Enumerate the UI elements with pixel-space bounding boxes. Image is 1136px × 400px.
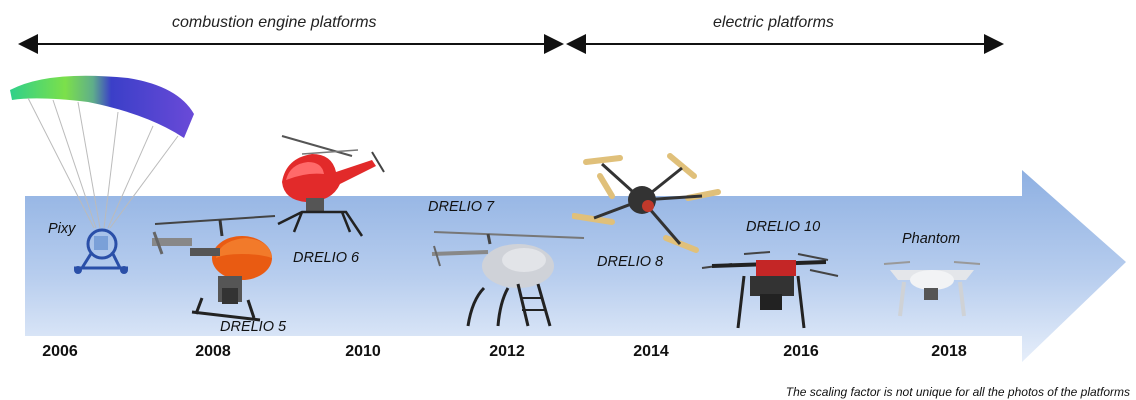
helicopter-orange-icon (152, 215, 276, 322)
paramotor-icon (10, 75, 194, 274)
footnote: The scaling factor is not unique for all… (785, 385, 1130, 399)
year-label: 2016 (783, 343, 819, 360)
year-label: 2014 (633, 343, 669, 360)
helicopter-red-icon (277, 135, 385, 237)
platform-label-drelio-10: DRELIO 10 (746, 219, 821, 235)
year-label: 2012 (489, 343, 525, 360)
year-label: 2010 (345, 343, 381, 360)
year-label: 2008 (195, 343, 231, 360)
quadcopter-white-icon (883, 261, 981, 317)
platform-label-drelio-6: DRELIO 6 (293, 250, 360, 266)
platform-label-pixy: Pixy (48, 221, 76, 237)
year-label: 2006 (42, 343, 78, 360)
platform-label-drelio-7: DRELIO 7 (428, 199, 495, 215)
year-label: 2018 (931, 343, 967, 360)
period-label-combustion: combustion engine platforms (172, 14, 377, 31)
helicopter-white-icon (431, 231, 585, 327)
platform-label-drelio-8: DRELIO 8 (597, 254, 664, 270)
hexacopter-icon (572, 153, 721, 253)
octocopter-icon (701, 251, 839, 329)
period-label-electric: electric platforms (713, 14, 834, 31)
platform-label-drelio-5: DRELIO 5 (220, 319, 287, 335)
platform-label-phantom: Phantom (902, 231, 961, 247)
